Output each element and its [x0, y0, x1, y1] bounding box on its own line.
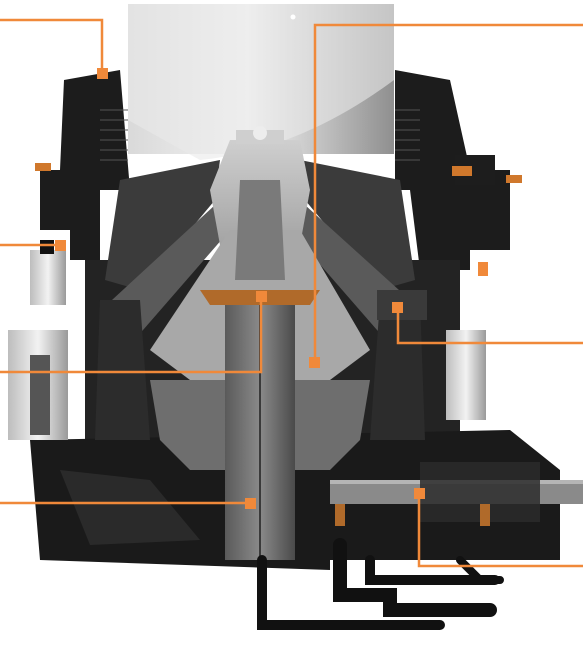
callout-left-lower: [0, 296, 263, 374]
bowl-threads: [100, 109, 420, 161]
orange-fittings: [35, 163, 522, 183]
left-hydraulic-cylinder: [8, 240, 68, 440]
orange-square-marker: [309, 357, 320, 368]
orange-square-marker: [97, 68, 108, 79]
callout-markers: [55, 68, 425, 509]
eccentric-assembly: [95, 290, 427, 470]
callout-top-right: [313, 23, 583, 360]
orange-square-marker: [414, 488, 425, 499]
countershaft: [330, 462, 583, 526]
feed-hopper: [128, 4, 394, 160]
callout-leaders: [0, 18, 583, 568]
callout-right-bottom: [417, 493, 583, 568]
orange-square-marker: [55, 240, 66, 251]
lube-piping: [257, 538, 504, 630]
orange-square-marker: [245, 498, 256, 509]
callout-top-left: [0, 18, 104, 72]
orange-square-marker: [392, 302, 403, 313]
callout-right-middle: [396, 308, 583, 345]
orange-square-marker: [256, 291, 267, 302]
